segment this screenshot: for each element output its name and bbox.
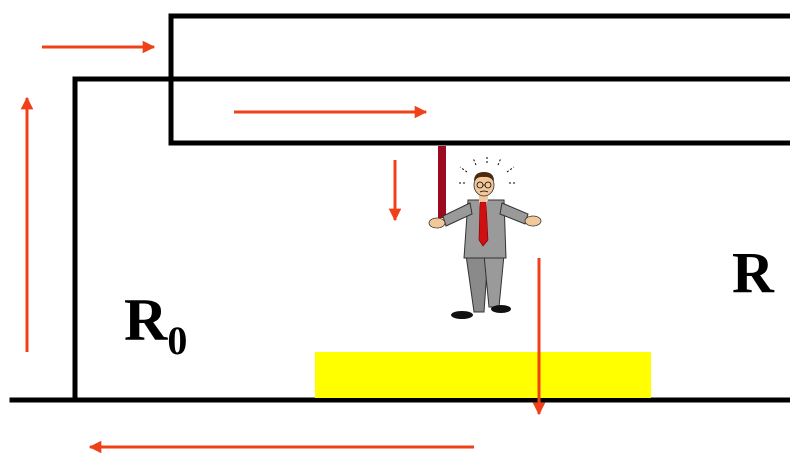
outer-frame-line xyxy=(72,76,790,403)
yellow-block xyxy=(315,352,651,398)
label-r: R xyxy=(732,240,774,305)
label-r0-main: R xyxy=(124,287,168,353)
top-channel-line xyxy=(168,13,790,146)
label-r0-subscript: 0 xyxy=(167,318,188,363)
label-r0: R0 xyxy=(124,290,187,361)
confused-businessman-icon xyxy=(428,156,542,319)
support-rod xyxy=(438,146,446,218)
